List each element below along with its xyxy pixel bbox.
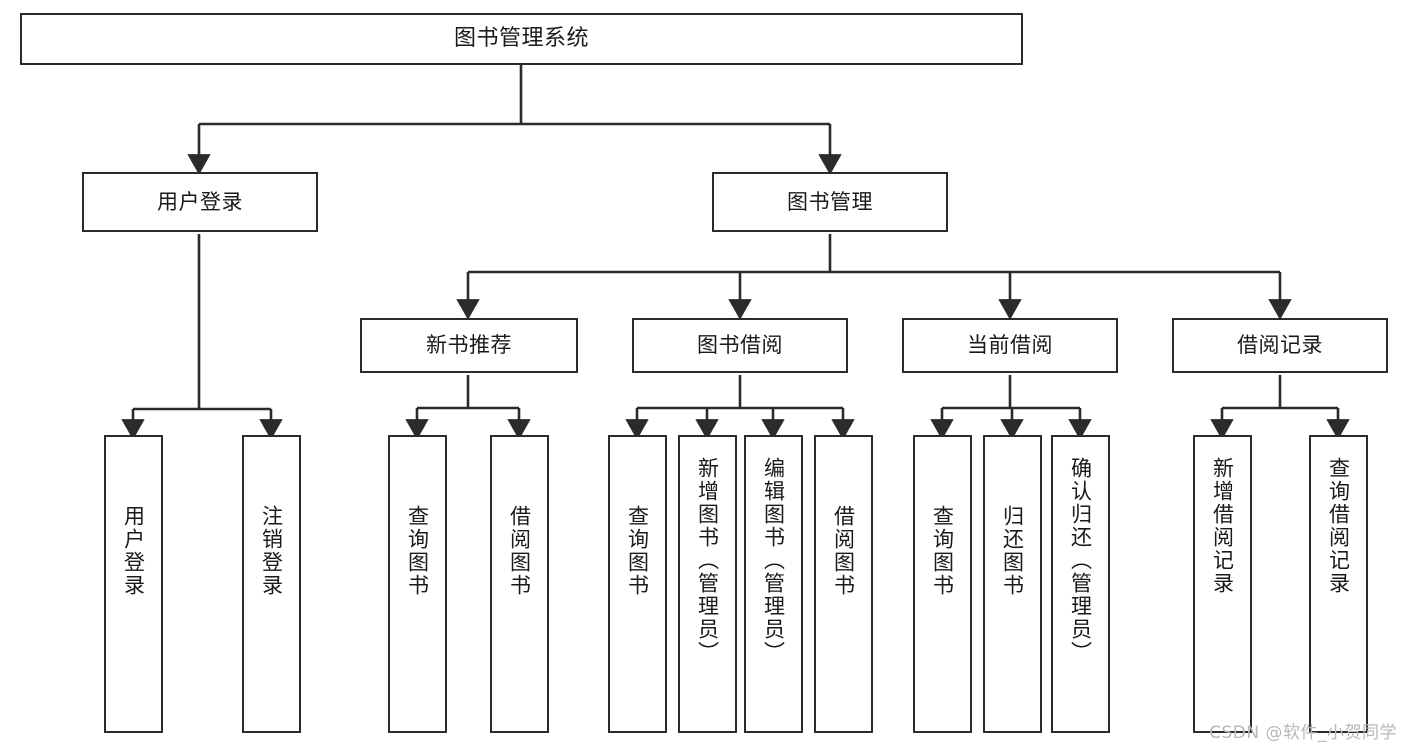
node-label: 编辑图书（管理员） bbox=[761, 457, 786, 664]
leaf-query-book-borrow[interactable]: 查询图书 bbox=[608, 435, 667, 733]
node-label: 新增图书（管理员） bbox=[695, 457, 720, 664]
node-label: 新书推荐 bbox=[426, 333, 512, 358]
leaf-query-book-recommend[interactable]: 查询图书 bbox=[388, 435, 447, 733]
node-user-login[interactable]: 用户登录 bbox=[82, 172, 318, 232]
csdn-watermark: CSDN @软件_小贺同学 bbox=[1209, 723, 1397, 743]
node-label: 新增借阅记录 bbox=[1210, 457, 1235, 595]
node-label: 当前借阅 bbox=[967, 333, 1053, 358]
node-new-book-recommend[interactable]: 新书推荐 bbox=[360, 318, 578, 373]
node-book-borrow[interactable]: 图书借阅 bbox=[632, 318, 848, 373]
leaf-user-login[interactable]: 用户登录 bbox=[104, 435, 163, 733]
node-label: 查询图书 bbox=[405, 505, 430, 597]
node-label: 图书管理 bbox=[787, 189, 873, 214]
node-root-system[interactable]: 图书管理系统 bbox=[20, 13, 1023, 65]
node-label: 确认归还（管理员） bbox=[1068, 457, 1093, 664]
node-label: 借阅图书 bbox=[831, 505, 856, 597]
node-label: 归还图书 bbox=[1000, 505, 1025, 597]
node-label: 借阅记录 bbox=[1237, 333, 1323, 358]
leaf-add-borrow-record[interactable]: 新增借阅记录 bbox=[1193, 435, 1252, 733]
leaf-logout[interactable]: 注销登录 bbox=[242, 435, 301, 733]
node-label: 注销登录 bbox=[259, 505, 284, 597]
node-label: 用户登录 bbox=[157, 189, 243, 214]
node-label: 借阅图书 bbox=[507, 505, 532, 597]
node-label: 查询图书 bbox=[625, 505, 650, 597]
node-label: 查询借阅记录 bbox=[1326, 457, 1351, 595]
node-current-borrow[interactable]: 当前借阅 bbox=[902, 318, 1118, 373]
node-borrow-record[interactable]: 借阅记录 bbox=[1172, 318, 1388, 373]
leaf-add-book-admin[interactable]: 新增图书（管理员） bbox=[678, 435, 737, 733]
leaf-query-borrow-record[interactable]: 查询借阅记录 bbox=[1309, 435, 1368, 733]
leaf-borrow-book-borrow[interactable]: 借阅图书 bbox=[814, 435, 873, 733]
leaf-borrow-book-recommend[interactable]: 借阅图书 bbox=[490, 435, 549, 733]
leaf-edit-book-admin[interactable]: 编辑图书（管理员） bbox=[744, 435, 803, 733]
leaf-return-book[interactable]: 归还图书 bbox=[983, 435, 1042, 733]
node-label: 查询图书 bbox=[930, 505, 955, 597]
leaf-confirm-return-admin[interactable]: 确认归还（管理员） bbox=[1051, 435, 1110, 733]
node-book-management[interactable]: 图书管理 bbox=[712, 172, 948, 232]
node-label: 图书管理系统 bbox=[453, 26, 589, 52]
node-label: 用户登录 bbox=[121, 505, 146, 597]
leaf-query-book-current[interactable]: 查询图书 bbox=[913, 435, 972, 733]
node-label: 图书借阅 bbox=[697, 333, 783, 358]
